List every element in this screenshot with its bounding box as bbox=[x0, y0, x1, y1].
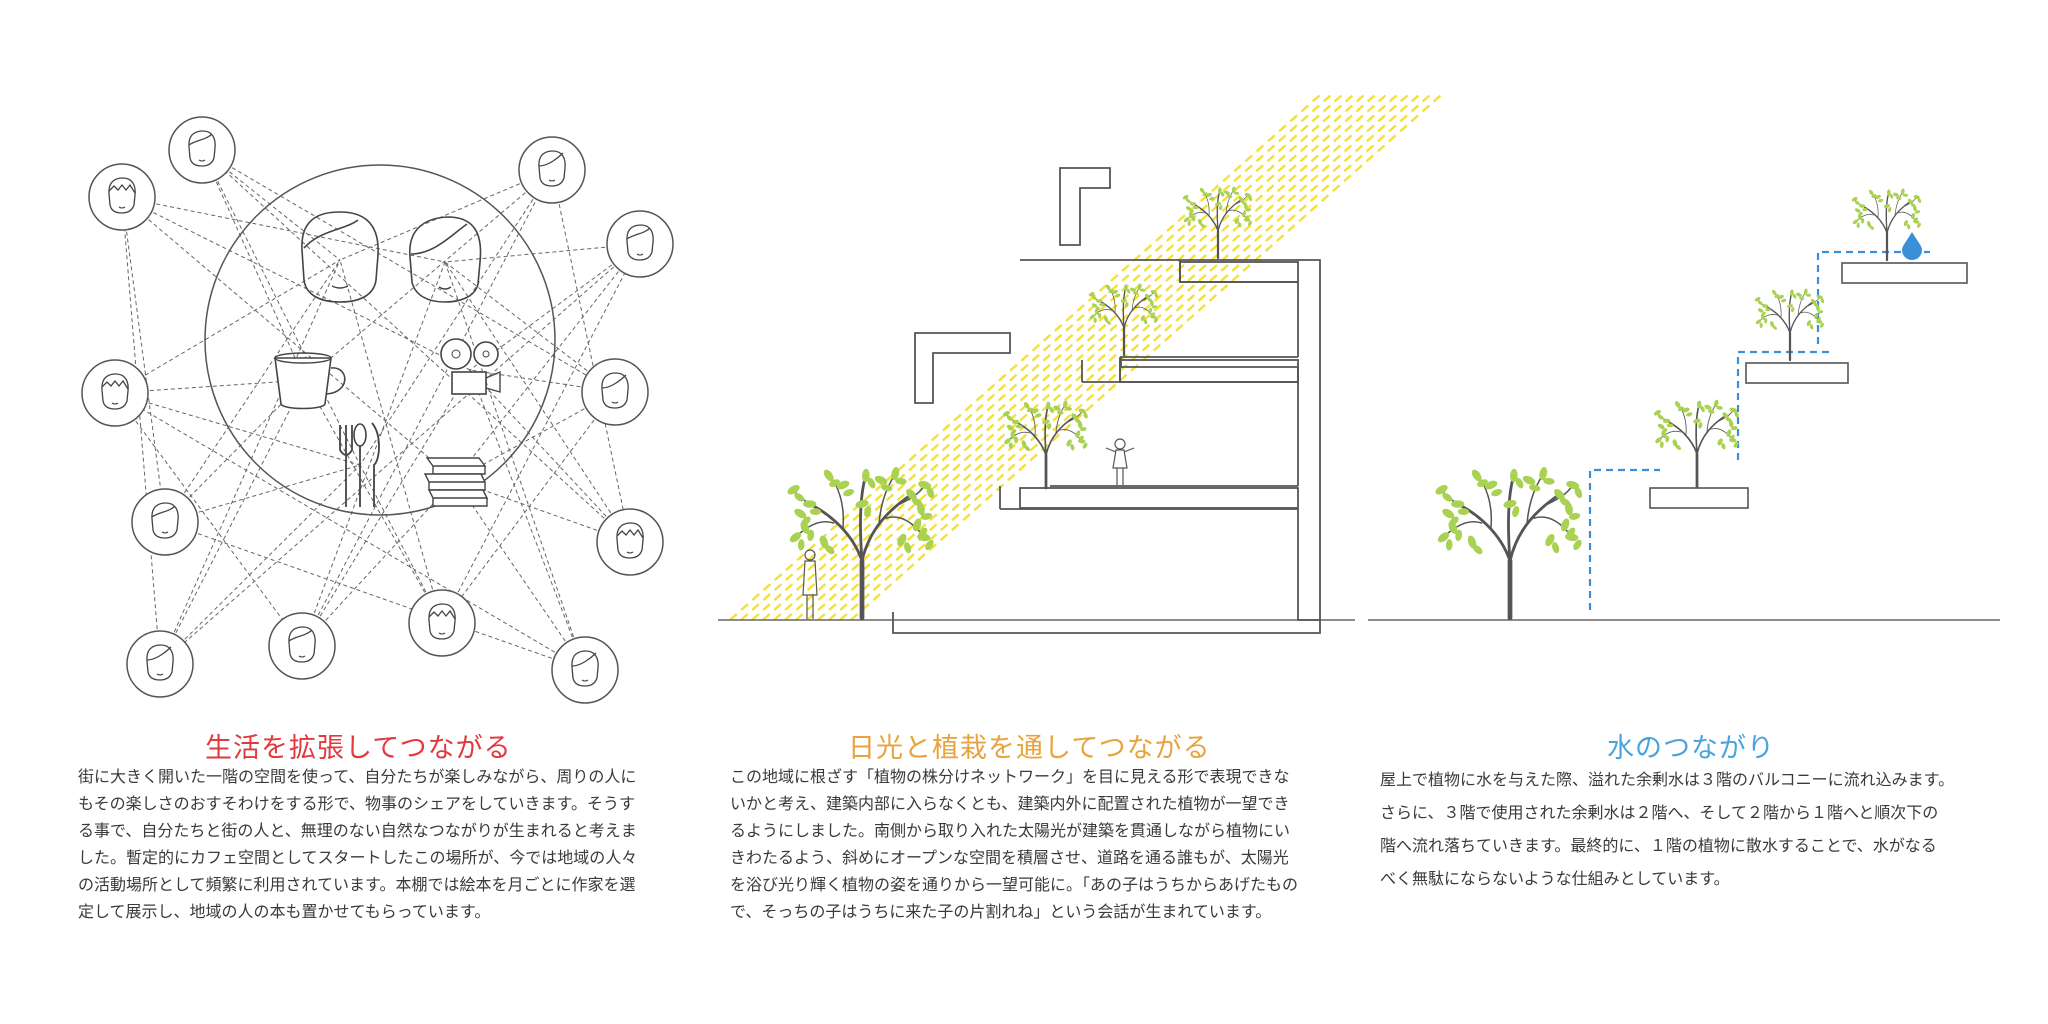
description-line: 街に大きく開いた一階の空間を使って、自分たちが楽しみながら、周りの人に bbox=[78, 767, 637, 786]
film-projector-icon bbox=[440, 338, 501, 395]
description-line: 階へ流れ落ちていきます。最終的に、１階の植物に散水することで、水がなる bbox=[1380, 836, 1937, 855]
water-flow-diagram bbox=[1368, 188, 2000, 621]
person-figure-icon bbox=[802, 549, 818, 619]
description-line: で、そっちの子はうちに来た子の片割れね」という会話が生まれています。 bbox=[730, 902, 1272, 921]
description-line: きわたるよう、斜めにオープンな空間を積層させ、道路を通る誰もが、太陽光 bbox=[730, 848, 1289, 867]
description-line: 屋上で植物に水を与えた際、溢れた余剰水は３階のバルコニーに流れ込みます。 bbox=[1380, 770, 1955, 789]
tree-icon bbox=[1002, 400, 1088, 490]
shared-space-circle bbox=[204, 164, 556, 516]
description-line: この地域に根ざす「植物の株分けネットワーク」を目に見える形で表現できな bbox=[730, 767, 1290, 786]
tree-icon bbox=[1088, 283, 1159, 357]
panel1-title: 生活を拡張してつながる bbox=[205, 733, 512, 764]
sharing-network-diagram bbox=[81, 116, 674, 704]
description-line: いかと考え、建築内部に入らなくとも、建築内外に配置された植物が一望でき bbox=[730, 794, 1290, 813]
child-figure-icon bbox=[1105, 438, 1135, 485]
face-icon bbox=[581, 358, 649, 426]
face-icon bbox=[409, 216, 482, 303]
water-connection-panel: 水のつながり 屋上で植物に水を与えた際、溢れた余剰水は３階のバルコニーに流れ込み… bbox=[1360, 0, 2048, 1024]
sharing-network-panel: 生活を拡張してつながる 街に大きく開いた一階の空間を使って、自分たちが楽しみなが… bbox=[0, 0, 690, 1024]
description-line: を浴び光り輝く植物の姿を通りから一望可能に。「あの子はうちからあげたもの bbox=[730, 875, 1299, 894]
description-line: べく無駄にならないような仕組みとしています。 bbox=[1380, 869, 1730, 888]
sunlight-planting-panel: 日光と植栽を通してつながる この地域に根ざす「植物の株分けネットワーク」を目に見… bbox=[700, 0, 1442, 1024]
building-section-diagram bbox=[718, 94, 1442, 634]
tree-icon bbox=[1435, 467, 1583, 621]
panel3-title: 水のつながり bbox=[1607, 733, 1775, 764]
face-icon bbox=[606, 210, 674, 278]
description-line: もその楽しさのおすそわけをする形で、物事のシェアをしていきます。そうす bbox=[78, 794, 635, 813]
description-line: さらに、３階で使用された余剰水は２階へ、そして２階から１階へと順次下の bbox=[1380, 803, 1939, 822]
panel3-description: 屋上で植物に水を与えた際、溢れた余剰水は３階のバルコニーに流れ込みます。さらに、… bbox=[1380, 763, 1954, 895]
description-line: るようにしました。南側から取り入れた太陽光が建築を貫通しながら植物にい bbox=[730, 821, 1291, 840]
description-line: る事で、自分たちと街の人と、無理のない自然なつながりが生まれると考えま bbox=[78, 821, 637, 840]
description-line: 定して展示し、地域の人の本も置かせてもらっています。 bbox=[78, 902, 491, 921]
books-icon bbox=[423, 457, 489, 507]
panel2-title: 日光と植栽を通してつながる bbox=[848, 733, 1211, 764]
coffee-cup-icon bbox=[274, 352, 346, 410]
tree-icon bbox=[787, 467, 935, 621]
tree-icon bbox=[1754, 288, 1825, 362]
balcony-planters bbox=[1649, 262, 1968, 509]
face-icon bbox=[268, 612, 336, 680]
water-drop-icon bbox=[1902, 232, 1922, 260]
face-icon bbox=[126, 630, 194, 698]
water-flow-path bbox=[1588, 250, 1912, 610]
panel2-description: この地域に根ざす「植物の株分けネットワーク」を目に見える形で表現できないかと考え… bbox=[730, 763, 1298, 925]
tree-icon bbox=[1653, 399, 1739, 489]
tree-icon bbox=[1182, 186, 1253, 260]
face-icon bbox=[596, 508, 664, 576]
building-outline bbox=[892, 167, 1321, 634]
face-icon bbox=[408, 589, 476, 657]
face-icon bbox=[518, 136, 586, 204]
tree-icon bbox=[1851, 188, 1922, 262]
face-icon bbox=[301, 211, 379, 303]
face-icon bbox=[551, 636, 619, 704]
face-icon bbox=[131, 488, 199, 556]
cutlery-icon bbox=[339, 422, 380, 507]
face-icon bbox=[88, 163, 156, 231]
connection-lines bbox=[114, 149, 641, 671]
face-icon bbox=[168, 116, 236, 184]
panel1-description: 街に大きく開いた一階の空間を使って、自分たちが楽しみながら、周りの人にもその楽し… bbox=[78, 763, 637, 925]
description-line: した。暫定的にカフェ空間としてスタートしたこの場所が、今では地域の人々 bbox=[78, 848, 638, 867]
description-line: の活動場所として頻繁に利用されています。本棚では絵本を月ごとに作家を選 bbox=[78, 875, 636, 894]
sunlight-rays bbox=[729, 94, 1442, 621]
face-icon bbox=[81, 359, 149, 427]
